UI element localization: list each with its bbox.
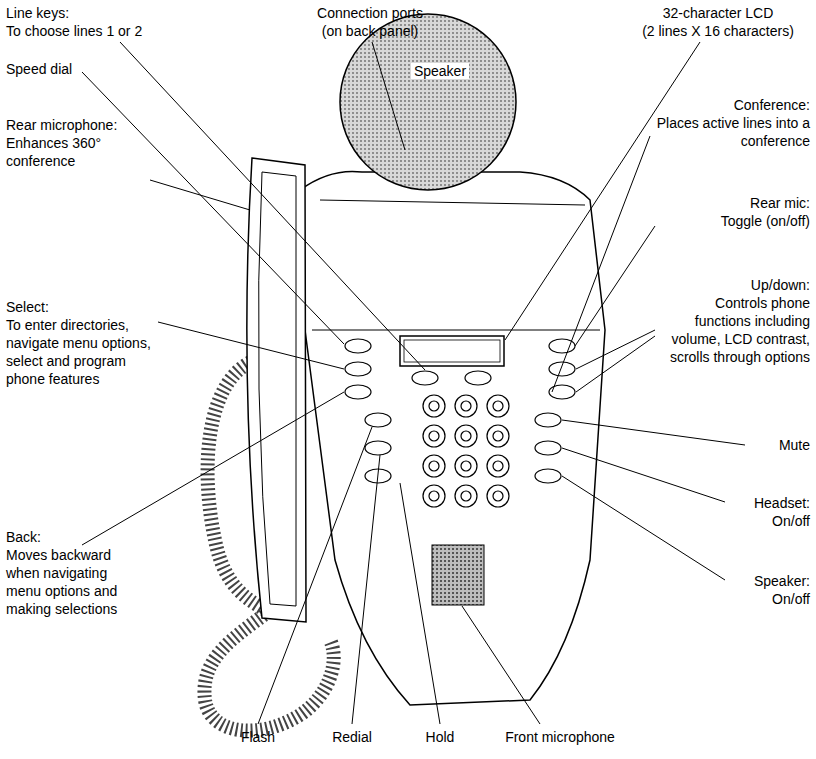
callout-label: Redial [317,728,387,746]
leader-line [505,42,700,340]
leader-line [400,483,440,724]
speaker-grille [340,14,516,190]
keypad-key [487,395,509,417]
keypad-key [455,485,477,507]
callout-label: Flash [223,728,293,746]
leader-line [82,392,344,545]
lcd-inner [404,340,500,362]
keypad-key-mark [461,431,471,441]
button [365,441,391,455]
leader-line [562,420,745,445]
callout-label: (on back panel) [280,22,460,40]
leader-line [352,455,380,724]
leader-line [158,322,344,369]
button [535,413,561,427]
callout-label: Speed dial [6,60,156,78]
callout-label: Hold [405,728,475,746]
leader-line [552,136,650,392]
cord-coil [204,612,333,731]
callout-label: Speaker: [730,572,810,590]
callout-label: Rear mic: [660,194,810,212]
keypad-key [423,485,445,507]
keypad-key [423,455,445,477]
callout-label: Front microphone [480,728,640,746]
button [549,362,575,376]
button [365,413,391,427]
keypad-key-mark [461,491,471,501]
button [345,339,371,353]
callout-label: Headset: [730,494,810,512]
callout-label: Select: [6,298,156,316]
button [345,385,371,399]
button [465,371,491,385]
keypad-key-mark [461,401,471,411]
leader-line [575,226,655,346]
keypad-key-mark [493,461,503,471]
keypad-key [455,455,477,477]
keypad-key [423,395,445,417]
button [549,385,575,399]
keypad-key [487,455,509,477]
keypad-key-mark [461,461,471,471]
callout-label: Controls phone functions including volum… [660,294,810,366]
callout-label: Enhances 360° conference [6,134,116,170]
callout-label: Moves backward when navigating menu opti… [6,546,146,618]
callout-label: On/off [730,590,810,608]
callout-label: Mute [750,436,810,454]
callout-label: Back: [6,528,146,546]
keypad-key-mark [429,461,439,471]
leader-line [372,42,405,150]
lcd-screen [400,336,504,366]
leader-line [120,42,425,370]
keypad-key-mark [493,401,503,411]
button-group [345,339,575,507]
keypad-key-mark [429,401,439,411]
callout-label: Places active lines into a conference [640,114,810,150]
keypad-key-mark [429,431,439,441]
handset-inner [258,172,296,606]
leader-line [562,476,725,580]
phone-body [300,171,605,705]
callout-label: Conference: [640,96,810,114]
handset [247,158,306,622]
keypad-key-mark [429,491,439,501]
button [535,441,561,455]
leader-line [150,180,250,210]
callout-label: Line keys: [6,4,206,22]
callout-label: To enter directories, navigate menu opti… [6,316,156,388]
button [535,469,561,483]
keypad-key [423,425,445,447]
callout-label: Connection ports [280,4,460,22]
leader-line [462,606,540,724]
leader-line [82,72,344,344]
button [412,371,438,385]
keypad-key-mark [493,431,503,441]
keypad-key [455,395,477,417]
callout-label: Rear microphone: [6,116,166,134]
leader-line [562,448,725,502]
callout-label: 32-character LCD [618,4,816,22]
callout-label: (2 lines X 16 characters) [618,22,816,40]
leader-line [576,336,655,392]
front-microphone [432,545,484,605]
leader-group [82,42,745,724]
leader-line [576,330,655,369]
button [345,362,371,376]
callout-label: Toggle (on/off) [660,212,810,230]
keypad-key [455,425,477,447]
body-edge [312,200,600,330]
keypad-key [487,485,509,507]
leader-line [258,427,372,724]
callout-label: To choose lines 1 or 2 [6,22,206,40]
callout-label: Speaker [400,62,480,80]
keypad-key-mark [493,491,503,501]
callout-label: On/off [730,512,810,530]
keypad-key [487,425,509,447]
callout-label: Up/down: [660,276,810,294]
